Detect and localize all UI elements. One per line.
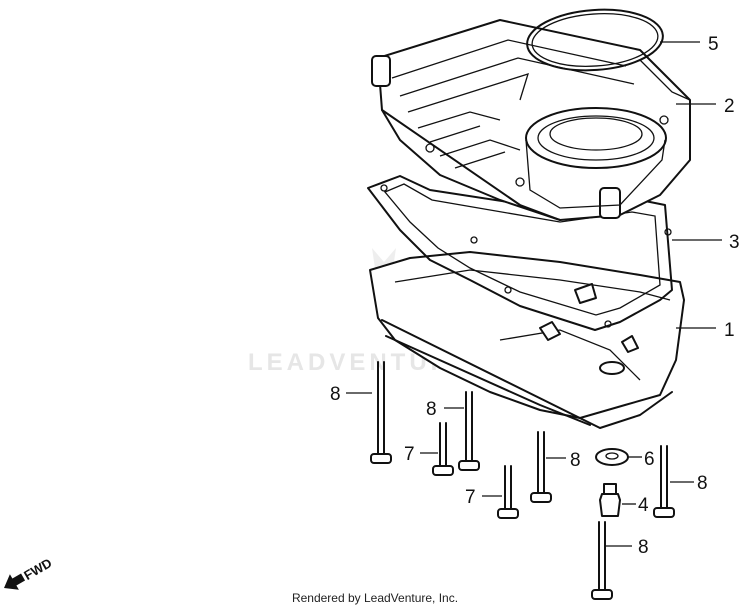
fwd-arrow-icon bbox=[4, 573, 26, 590]
oil-pan[interactable] bbox=[369, 251, 685, 429]
fwd-indicator: FWD bbox=[4, 555, 54, 590]
callout-8-e: 8 bbox=[638, 537, 649, 558]
bolt-8-center-left[interactable] bbox=[458, 391, 480, 471]
callout-6: 6 bbox=[644, 449, 655, 470]
callout-labels: 5 2 3 1 8 8 7 8 6 7 4 8 8 bbox=[330, 34, 740, 558]
o-ring[interactable] bbox=[525, 5, 665, 74]
callout-3: 3 bbox=[729, 232, 740, 253]
bolt-7-left[interactable] bbox=[432, 422, 454, 476]
callout-1: 1 bbox=[724, 320, 735, 341]
credit-footer: Rendered by LeadVenture, Inc. bbox=[291, 591, 459, 605]
callout-5: 5 bbox=[708, 34, 719, 55]
bolt-8-bottom[interactable] bbox=[591, 521, 613, 600]
bolt-8-center[interactable] bbox=[530, 431, 552, 503]
bolt-8-right[interactable] bbox=[653, 445, 675, 518]
gasket[interactable] bbox=[367, 175, 673, 331]
leader-lines bbox=[346, 41, 722, 547]
callout-7-a: 7 bbox=[404, 444, 415, 465]
fwd-label: FWD bbox=[21, 555, 54, 583]
callout-8-a: 8 bbox=[330, 384, 341, 405]
callout-8-d: 8 bbox=[697, 473, 708, 494]
bolt-7-center[interactable] bbox=[497, 465, 519, 519]
washer[interactable] bbox=[595, 448, 629, 466]
callout-7-b: 7 bbox=[465, 487, 476, 508]
drain-bolt[interactable] bbox=[599, 483, 621, 517]
callout-8-b: 8 bbox=[426, 399, 437, 420]
callout-8-c: 8 bbox=[570, 450, 581, 471]
callout-4: 4 bbox=[638, 495, 649, 516]
callout-2: 2 bbox=[724, 96, 735, 117]
upper-case[interactable] bbox=[371, 19, 691, 221]
bolt-8-left[interactable] bbox=[370, 361, 392, 464]
